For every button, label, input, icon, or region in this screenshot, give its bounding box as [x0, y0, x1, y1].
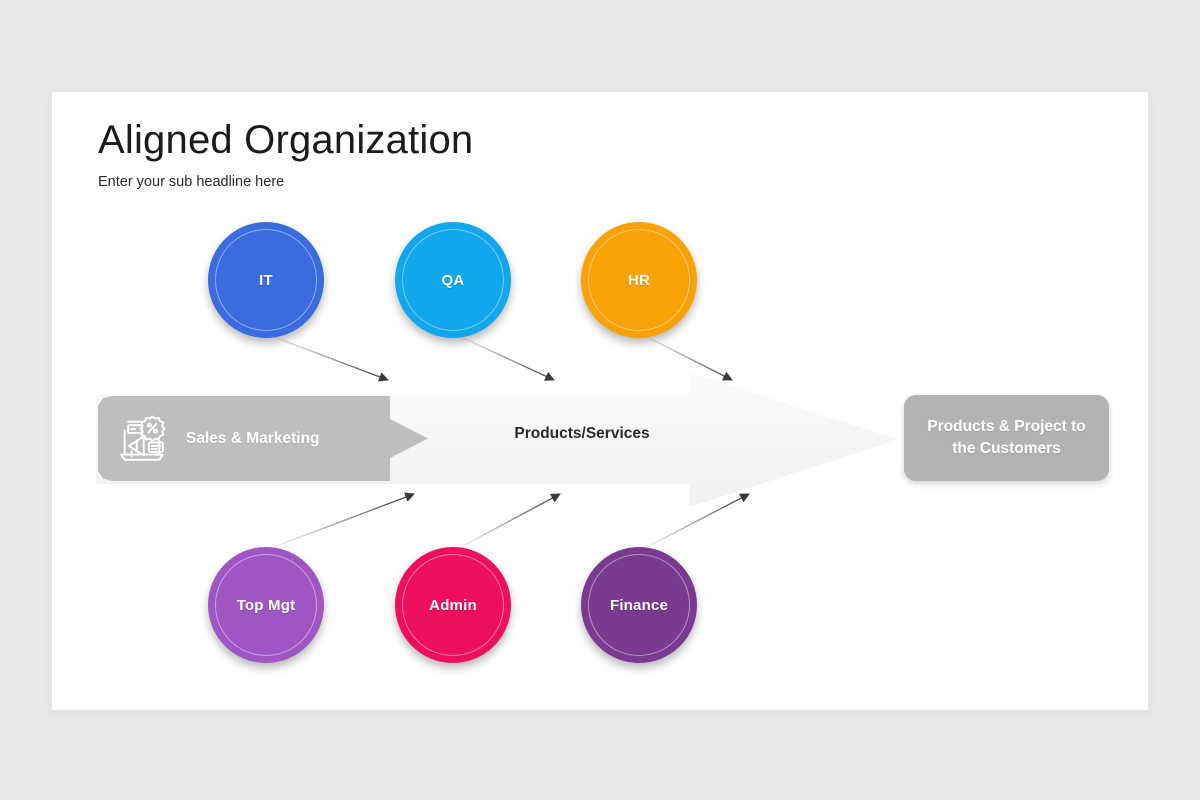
node-hr[interactable]: HR	[581, 222, 697, 338]
connector-qa	[460, 336, 555, 381]
connector-top-mgt	[273, 492, 415, 548]
node-top-mgt[interactable]: Top Mgt	[208, 547, 324, 663]
node-qa[interactable]: QA	[395, 222, 511, 338]
connector-it	[273, 336, 389, 382]
node-it-label: IT	[259, 271, 273, 289]
node-it[interactable]: IT	[208, 222, 324, 338]
node-finance-label: Finance	[609, 596, 669, 614]
sales-marketing-chevron[interactable]	[98, 396, 428, 481]
node-top-mgt-label: Top Mgt	[236, 596, 296, 614]
process-arrow-label: Products/Services	[514, 425, 650, 442]
node-finance[interactable]: Finance	[581, 547, 697, 663]
slide-canvas: Aligned Organization Enter your sub head…	[52, 92, 1148, 710]
sales-marketing-content: Sales & Marketing	[98, 396, 390, 481]
customers-outcome-label: Products & Project to the Customers	[927, 417, 1086, 457]
node-qa-label: QA	[441, 271, 465, 289]
marketing-megaphone-icon	[120, 415, 166, 461]
node-admin[interactable]: Admin	[395, 547, 511, 663]
page-subtitle: Enter your sub headline here	[98, 174, 285, 190]
node-admin-label: Admin	[429, 596, 477, 614]
customers-outcome-box[interactable]: Products & Project to the Customers	[904, 395, 1109, 481]
sales-marketing-label: Sales & Marketing	[186, 429, 320, 447]
connector-admin	[460, 493, 561, 548]
page-title: Aligned Organization	[98, 118, 474, 162]
node-hr-label: HR	[627, 271, 651, 289]
